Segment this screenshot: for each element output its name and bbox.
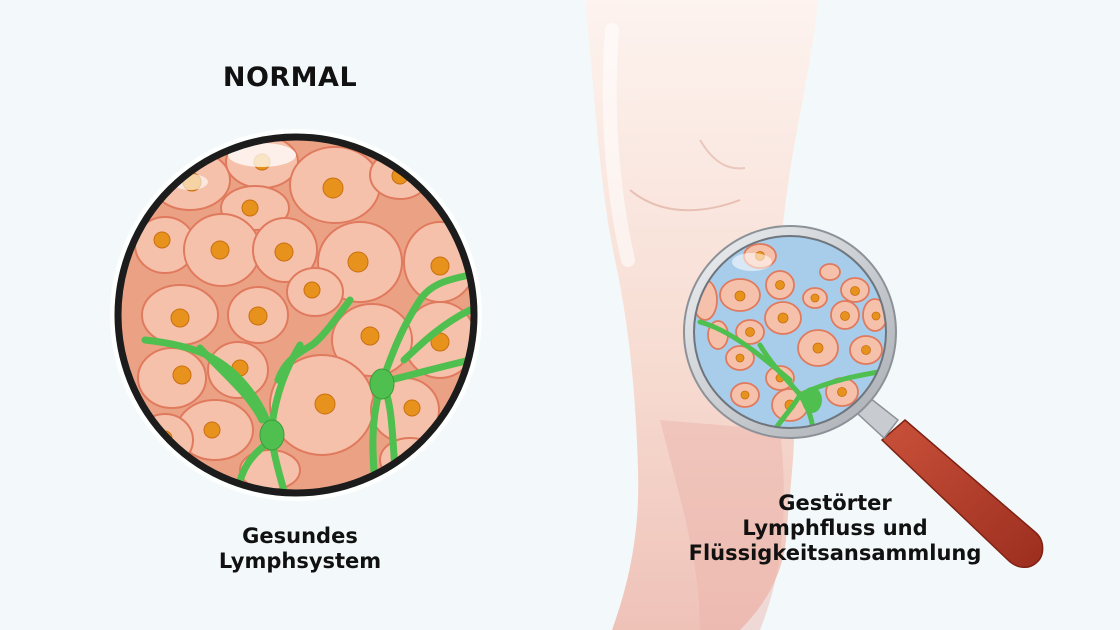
healthy-caption-line-1: Gesundes — [242, 524, 358, 548]
normal-title: NORMAL — [222, 62, 358, 93]
magnifier-handle — [880, 419, 1044, 568]
disturbed-caption-line-3: Flüssigkeitsansammlung — [688, 540, 982, 565]
healthy-lymph-caption: Gesundes Lymphsystem — [165, 524, 435, 574]
disturbed-caption-line-2: Lymphfluss und — [742, 515, 928, 540]
magnifying-glass — [683, 225, 1044, 568]
leg-highlight — [602, 23, 635, 267]
healthy-caption-line-2: Lymphsystem — [218, 548, 382, 573]
knee-line — [629, 189, 741, 212]
lymph-nodes — [259, 368, 395, 451]
magnifier-border-left — [114, 133, 478, 497]
normal-tissue-magnification — [110, 129, 482, 501]
disturbed-caption-line-1: Gestörter — [778, 491, 892, 515]
magnifier-lens-border — [693, 235, 887, 429]
swelling-shading — [660, 420, 784, 630]
disturbed-lymph-caption: Gestörter Lymphfluss und Flüssigkeitsans… — [640, 491, 1030, 565]
knee-shadow — [699, 139, 746, 170]
